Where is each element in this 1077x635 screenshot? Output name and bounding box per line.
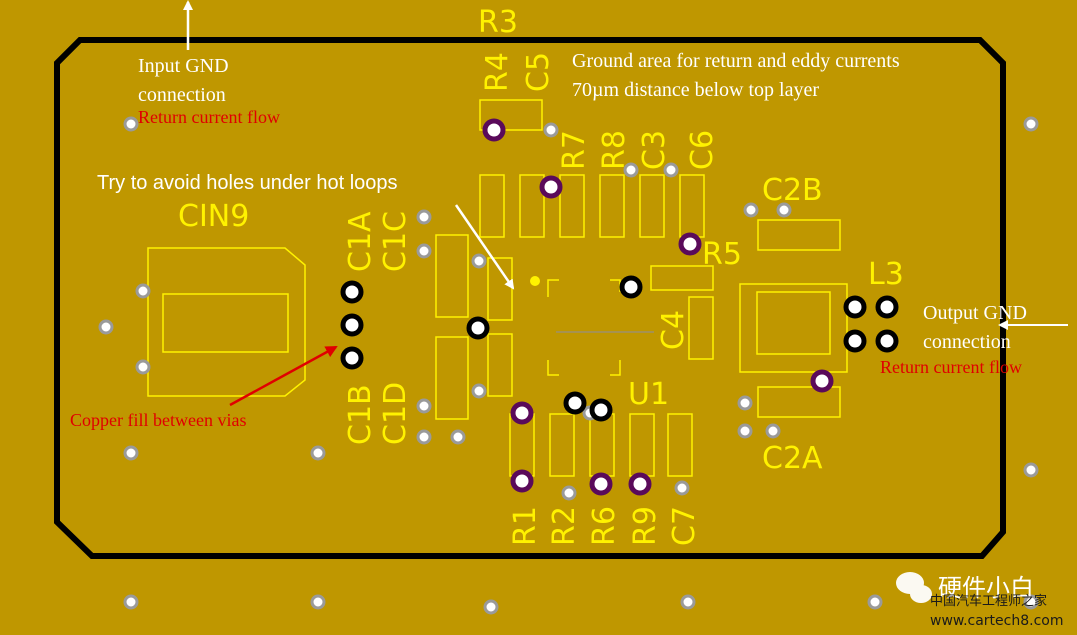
board-outline [54, 37, 1006, 559]
label-c6: C6 [685, 130, 720, 170]
smd-footprints [435, 99, 841, 477]
thru-hole-pads-purple [482, 118, 834, 496]
label-r5: R5 [702, 237, 742, 272]
output-gnd-label-2: connection [923, 331, 1011, 353]
label-r1: R1 [508, 506, 543, 546]
label-c1d: C1D [378, 382, 413, 445]
copper-fill-label: Copper fill between vias [70, 410, 246, 430]
l3-footprint [739, 283, 848, 373]
label-c5: C5 [521, 52, 556, 92]
label-c1b: C1B [343, 384, 378, 445]
wechat-icon [896, 572, 932, 603]
label-l3: L3 [868, 257, 904, 292]
label-c3: C3 [637, 130, 672, 170]
label-cin9: CIN9 [178, 199, 249, 234]
thru-hole-pads [340, 275, 899, 422]
stitching-vias [98, 116, 1039, 615]
label-r9: R9 [628, 506, 663, 546]
annotations: Input GND connection Return current flow… [70, 50, 1027, 430]
label-r3: R3 [478, 5, 518, 40]
pin1-dot [530, 276, 540, 286]
input-gnd-label: Input GND [138, 55, 229, 77]
label-r6: R6 [587, 506, 622, 546]
annotation-arrows [183, 0, 1068, 407]
label-c4: C4 [656, 310, 691, 350]
label-c1a: C1A [343, 211, 378, 272]
label-c7: C7 [667, 506, 702, 546]
label-c2b: C2B [762, 173, 823, 208]
label-r2: R2 [547, 506, 582, 546]
cin9-footprint [147, 247, 306, 397]
silkscreen-labels: R3 R4 C5 R7 R8 C3 C6 C2B CIN9 C1A C1C R5… [178, 5, 904, 546]
label-c2a: C2A [762, 441, 823, 476]
watermark-subtitle: 中国汽车工程师之家 [930, 593, 1047, 609]
ground-area-label-2: 70µm distance below top layer [572, 79, 819, 101]
label-c1c: C1C [378, 211, 413, 272]
return-flow-right: Return current flow [880, 357, 1022, 377]
input-gnd-label-2: connection [138, 84, 226, 106]
watermark-url: www.cartech8.com [930, 613, 1063, 629]
label-u1: U1 [628, 377, 669, 412]
copper-fill-arrow [229, 345, 338, 407]
label-r8: R8 [597, 130, 632, 170]
ground-area-label: Ground area for return and eddy currents [572, 50, 900, 72]
watermark: 硬件小白 中国汽车工程师之家 www.cartech8.com [896, 572, 1063, 629]
label-r7: R7 [557, 130, 592, 170]
u1-outline [530, 276, 654, 376]
watermark-title: 硬件小白 [938, 574, 1034, 602]
avoid-holes-arrow [454, 204, 515, 290]
return-flow-left: Return current flow [138, 107, 280, 127]
label-r4: R4 [480, 52, 515, 92]
output-gnd-label: Output GND [923, 302, 1027, 324]
avoid-holes-label: Try to avoid holes under hot loops [97, 172, 398, 194]
